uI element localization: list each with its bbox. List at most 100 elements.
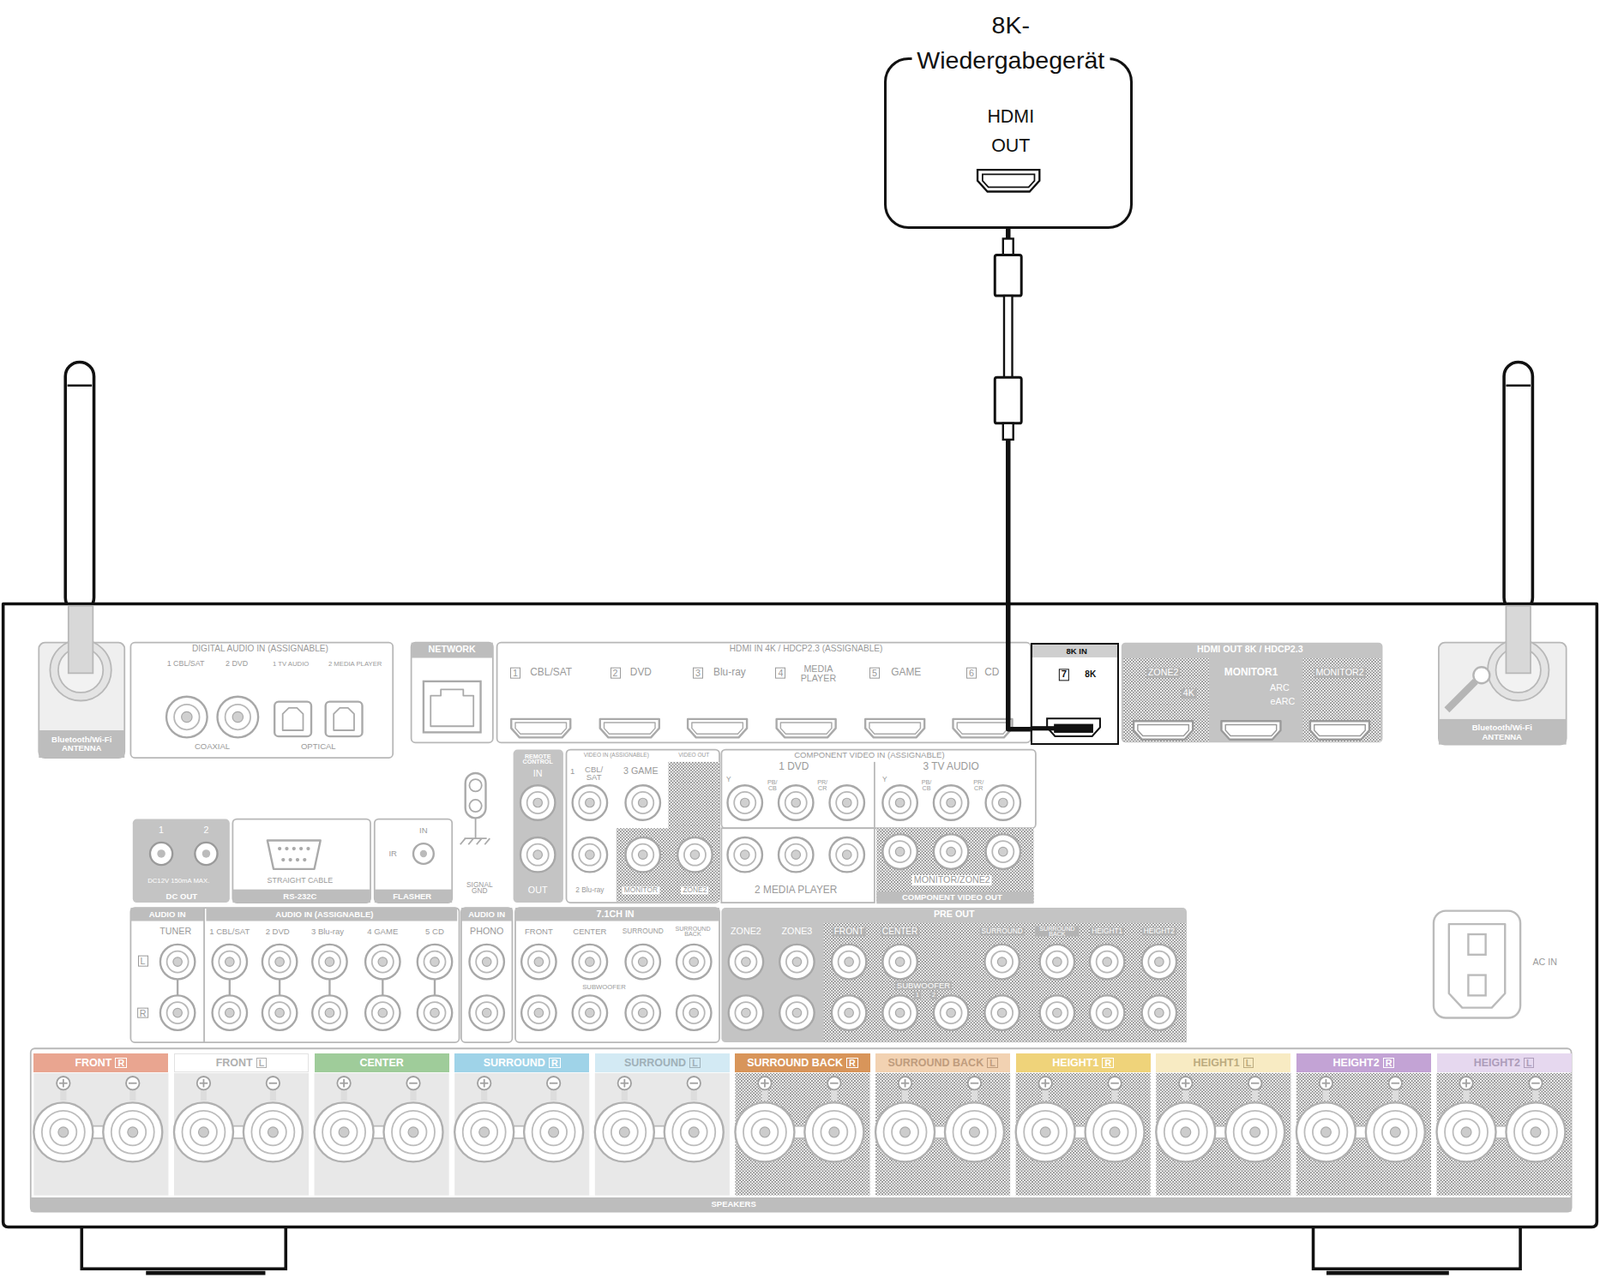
speaker-terminal xyxy=(314,1102,374,1162)
rca-jack xyxy=(728,995,764,1030)
rca-jack xyxy=(676,944,711,980)
speaker-terminal-ring xyxy=(251,1111,295,1155)
speaker-label: CENTER xyxy=(359,1058,404,1070)
rca-jack-pin xyxy=(637,798,648,808)
device-heading: 8K-Wiedergabegerät xyxy=(911,7,1110,79)
rca-jack-pin xyxy=(842,798,852,808)
panel-label: 3 TV AUDIO xyxy=(923,761,980,773)
rca-jack xyxy=(882,785,917,820)
speaker-terminal-ring xyxy=(1093,1111,1137,1155)
speaker-header: FRONTL xyxy=(174,1053,309,1072)
symbol-stroke xyxy=(203,1079,205,1089)
dc-jack xyxy=(194,842,217,866)
minus-symbol xyxy=(266,1076,280,1090)
speaker-terminal-pin xyxy=(1180,1127,1191,1138)
hatched-output xyxy=(1123,658,1210,743)
speaker-terminal xyxy=(595,1102,655,1162)
speaker-terminal-pin xyxy=(127,1127,139,1138)
label-bar xyxy=(876,891,1034,904)
db9-pin xyxy=(295,858,300,862)
rca-jack xyxy=(933,785,969,820)
panel-label: 1 TV AUDIO xyxy=(272,660,309,668)
rca-jack-ring xyxy=(423,1002,446,1024)
panel-label: CENTER xyxy=(572,926,607,936)
panel-label: 2 DVD xyxy=(265,926,290,936)
speaker-terminal-ring xyxy=(259,1118,287,1146)
panel-label: VIDEO IN (ASSIGNABLE) xyxy=(583,751,650,758)
rca-jack xyxy=(572,944,608,980)
speaker-terminal-pin xyxy=(1530,1127,1541,1138)
speaker-terminal xyxy=(174,1102,234,1162)
speaker-label: HEIGHT2 xyxy=(1333,1058,1380,1070)
antenna xyxy=(1503,361,1533,613)
foot xyxy=(1313,1224,1522,1270)
panel-label: COMPONENT VIDEO IN (ASSIGNABLE) xyxy=(793,750,945,759)
symbol-stroke xyxy=(1391,1082,1401,1085)
channel-link xyxy=(433,979,436,996)
rca-jack-ring xyxy=(889,792,911,814)
speaker-terminal-ring xyxy=(1312,1118,1340,1146)
symbol-stroke xyxy=(623,1079,626,1089)
panel-label: PR/ CR xyxy=(971,780,987,792)
panel-label: FLASHER xyxy=(392,892,432,902)
label-bar xyxy=(1438,719,1567,746)
rca-jack-pin xyxy=(481,1008,492,1018)
db9-pin xyxy=(299,847,303,851)
hdmi-port xyxy=(687,719,747,738)
rca-jack xyxy=(572,837,608,873)
speaker-label: L xyxy=(1523,1058,1535,1070)
label-bar xyxy=(515,908,720,921)
rca-jack-ring xyxy=(889,951,911,974)
speaker-terminal-pin xyxy=(900,1127,911,1138)
speaker-terminal-pin xyxy=(759,1127,770,1138)
rca-jack xyxy=(1089,995,1125,1030)
speaker-terminal-ring xyxy=(532,1111,576,1155)
terminal-stem xyxy=(481,1089,488,1101)
panel-label: 4 xyxy=(775,667,786,680)
rca-jack-pin xyxy=(533,798,543,808)
rca-jack-pin xyxy=(585,798,596,808)
channel-link xyxy=(381,979,384,996)
rca-jack xyxy=(830,837,865,873)
rca-jack xyxy=(625,837,661,873)
rca-jack xyxy=(779,995,814,1030)
speaker-header: HEIGHT1R xyxy=(1016,1053,1151,1072)
speaker-terminal-ring xyxy=(611,1118,638,1146)
speaker-label: R xyxy=(548,1058,561,1070)
speaker-terminal-ring xyxy=(1521,1118,1549,1146)
symbol-stroke xyxy=(1110,1082,1119,1085)
panel-label: FRONT xyxy=(832,926,867,937)
divider xyxy=(203,908,205,1043)
speaker-terminal-ring xyxy=(463,1111,506,1155)
speaker-terminal-ring xyxy=(190,1118,217,1146)
db9-pin xyxy=(284,847,289,851)
panel-label: ZONE2 xyxy=(730,926,762,938)
rca-jack-ring xyxy=(992,841,1014,863)
terminal-stem xyxy=(1323,1089,1330,1101)
speaker-terminal-ring xyxy=(743,1111,787,1155)
rca-jack xyxy=(933,834,969,869)
hdmi-port-inner xyxy=(515,722,566,734)
speaker-terminal-ring xyxy=(1032,1118,1059,1146)
port-box: 8K IN78K xyxy=(1030,643,1120,746)
speaker-terminal-ring xyxy=(391,1111,435,1155)
rca-jack-ring xyxy=(174,704,200,731)
panel-label: 1 xyxy=(914,992,921,1000)
speaker-header: HEIGHT2L xyxy=(1437,1053,1572,1072)
speaker-label: R xyxy=(846,1058,859,1070)
plug-tip xyxy=(1003,238,1014,255)
speaker-terminal xyxy=(1505,1102,1565,1162)
terminal-stem xyxy=(761,1089,768,1101)
rca-jack-pin xyxy=(585,1008,596,1018)
rca-jack-pin xyxy=(998,847,1009,857)
speaker-header: CENTER xyxy=(314,1053,450,1072)
rca-jack-pin xyxy=(1154,957,1165,968)
hdmi-port xyxy=(977,169,1040,192)
rca-jack xyxy=(625,944,661,980)
speaker-header: HEIGHT2R xyxy=(1296,1053,1432,1072)
optical-port xyxy=(325,702,363,737)
optical-port xyxy=(274,702,312,737)
symbol-stroke xyxy=(970,1082,980,1085)
rca-jack xyxy=(625,995,661,1030)
